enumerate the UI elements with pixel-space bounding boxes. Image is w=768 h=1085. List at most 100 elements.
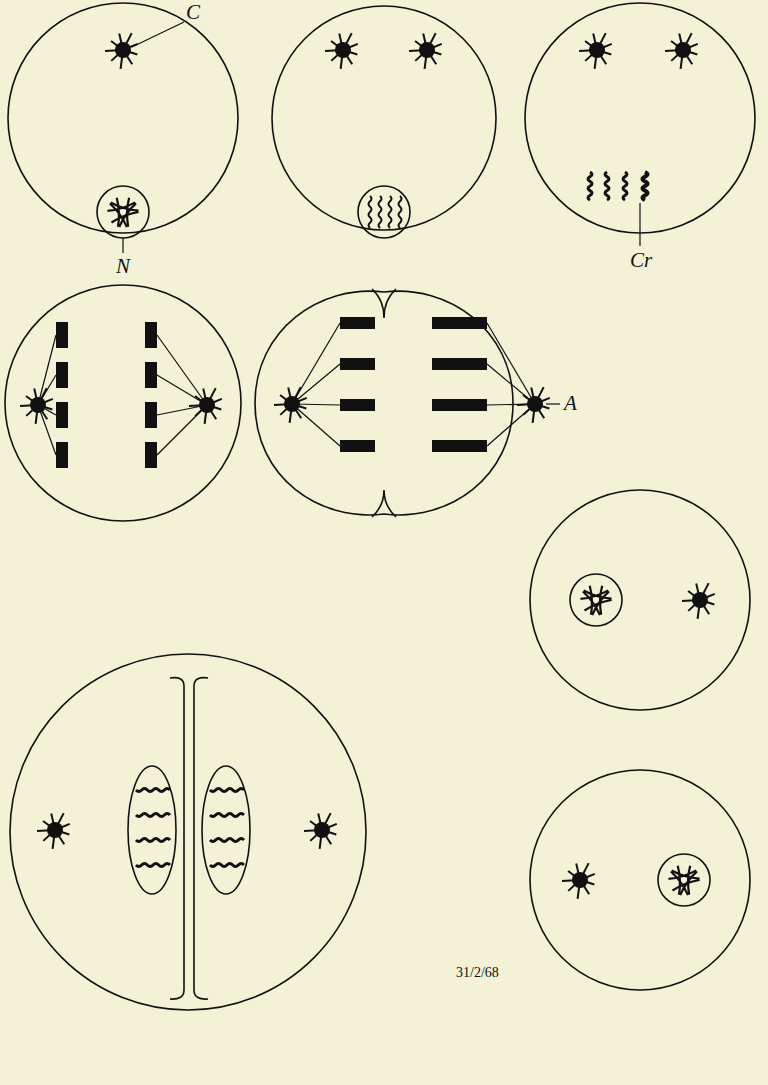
spindle-fibre [292,404,340,446]
spindle-fibre [38,335,56,405]
aster-ray [55,824,70,830]
chromosome [210,839,244,842]
chromosome [210,814,244,817]
aster-ray [579,49,597,52]
aster-ray [37,829,55,832]
chromosome [340,399,375,411]
callout-label: A [564,393,577,414]
aster-ray [535,404,544,418]
aster-ray [339,33,343,50]
chromosome [379,196,382,228]
aster-ray [409,49,427,52]
chromosome [136,839,170,842]
chromosome [145,322,157,348]
chromosome [145,402,157,428]
aster-ray [427,50,436,64]
nucleus [658,854,710,906]
chromosome [210,789,244,792]
aster-ray [568,880,580,891]
aster-ray [304,829,322,832]
aster-ray [665,49,683,52]
spindle-fibre [38,375,56,405]
leader-line [122,238,123,253]
spindle-fibre [38,405,56,455]
aster-ray [34,388,38,405]
spindle-fibre [292,404,340,405]
cell-wall [170,678,184,686]
aster-ray [696,583,700,600]
chromosome [588,172,592,200]
aster-ray [682,599,700,602]
cleavage-furrow [372,490,396,517]
aster-ray [111,50,123,61]
chromosome [136,789,170,792]
cell-wall [193,686,195,990]
aster-ray [423,33,427,50]
chromosome [340,358,375,370]
aster-ray [51,813,55,830]
aster-ray [43,830,55,841]
callout-label: N [116,256,130,277]
aster-ray [415,50,427,61]
aster-ray [593,33,597,50]
aster-ray [580,880,589,894]
nucleus [202,766,250,894]
aster-ray [55,830,64,844]
spindle-fibre [487,364,535,404]
chromosome [136,814,170,817]
aster-ray [280,404,292,415]
aster-ray [580,874,595,880]
aster-ray [322,824,337,830]
chromosome [643,172,648,200]
leader-line [132,22,184,47]
aster-ray [274,403,292,406]
chromosome [56,322,68,348]
aster-ray [597,44,612,50]
aster-ray [318,813,322,830]
aster-ray [597,50,606,64]
chromosome [340,440,375,452]
chromosome [210,864,244,867]
aster-ray [343,50,352,64]
aster-ray [105,49,123,52]
cell-wall [170,990,184,999]
aster-ray [671,50,683,61]
chromosome [145,442,157,468]
leader-line [546,403,560,404]
aster-ray [322,830,331,844]
handwritten-note: 31/2/68 [456,966,499,980]
chromosome [399,196,402,228]
chromatin [107,198,138,227]
spindle-fibre [487,404,535,405]
aster-ray [207,399,222,405]
chromosome [432,317,487,329]
chromosome [432,440,487,452]
chromosome [145,362,157,388]
aster-ray [325,49,343,52]
cell-wall [194,678,208,686]
aster-ray [535,398,550,404]
aster-ray [688,600,700,611]
aster-ray [343,44,358,50]
chromosome [432,358,487,370]
nucleus [358,186,410,238]
chromosome [369,196,372,228]
nucleus [570,574,622,626]
aster-ray [576,863,580,880]
nucleus [128,766,176,894]
aster-ray [123,50,132,64]
callout-label: C [186,2,200,23]
spindle-fibre [157,405,207,415]
aster-ray [700,594,715,600]
spindle-fibre [157,335,207,405]
aster-ray [585,50,597,61]
aster-ray [207,405,216,419]
chromatin [668,866,699,895]
aster-ray [562,879,580,882]
spindle-fibre [157,375,207,405]
spindle-fibre [292,323,340,404]
callout-label: Cr [630,250,652,271]
aster-ray [427,44,442,50]
cell-wall [194,990,208,999]
